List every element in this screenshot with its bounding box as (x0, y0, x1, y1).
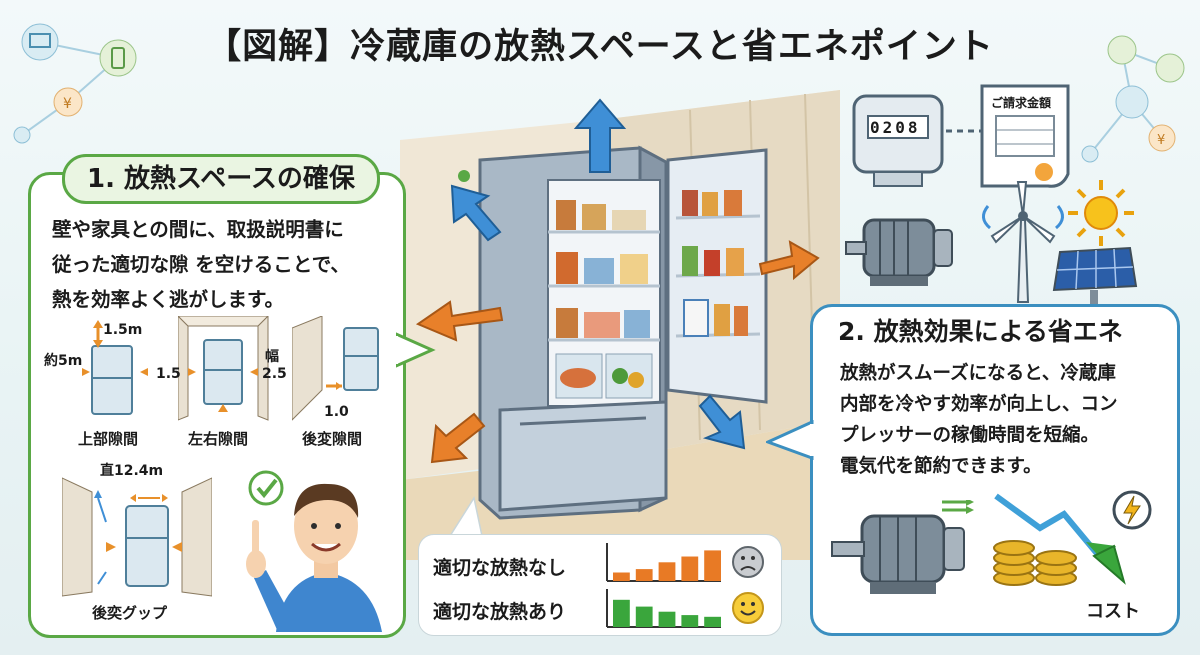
man-pointing-illustration (246, 470, 382, 632)
section2-heading: 2. 放熱効果による省エネ (838, 317, 1123, 346)
install-gap-diagram (62, 477, 212, 597)
badge-dot (458, 170, 470, 182)
refrigerator-illustration (478, 145, 768, 520)
top-clearance-side: 約5m (44, 353, 83, 369)
compare-pointer (448, 496, 483, 537)
side-clearance-right-label: 幅 (265, 349, 279, 365)
electric-meter-illustration (852, 94, 944, 187)
section1-line2: 従った適切な隙 を空けることで、 (52, 253, 350, 276)
page-title: 【図解】冷蔵庫の放熱スペースと省エネポイント (206, 27, 994, 67)
section2-line1: 放熱がスムーズになると、冷蔵庫 (840, 363, 1116, 384)
sad-face-icon (732, 546, 764, 578)
section2-line3: プレッサーの稼働時間を短縮。 (840, 425, 1100, 446)
back-clearance-value: 1.0 (324, 404, 349, 420)
section1-line3: 熱を効率よく逃がします。 (52, 288, 285, 311)
with-heat-bar-3 (658, 611, 676, 627)
top-clearance-diagram (82, 320, 148, 415)
meter-reading: 0208 (870, 118, 921, 137)
cost-down-illustration (993, 490, 1152, 586)
no-heat-bar-3 (658, 562, 676, 581)
section1-description: 壁や家具との間に、取扱説明書に 従った適切な隙 を空けることで、 熱を効率よく逃… (52, 212, 397, 317)
sun-icon (1068, 180, 1134, 246)
no-heat-bar-2 (635, 569, 653, 581)
no-heat-label: 適切な放熱なし (433, 557, 567, 579)
network-decoration-left: ¥ (13, 23, 137, 144)
section2-description: 放熱がスムーズになると、冷蔵庫 内部を冷やす効率が向上し、コン プレッサーの稼働… (840, 358, 1160, 482)
with-heat-label: 適切な放熱あり (433, 601, 567, 623)
no-heat-bar-4 (681, 556, 699, 581)
with-heat-bar-4 (681, 615, 699, 627)
panel1-pointer (396, 332, 436, 368)
side-clearance-diagram (178, 316, 269, 421)
no-heat-bar-chart (606, 543, 721, 582)
motor-illustration-bottom (831, 500, 974, 594)
section1-line1: 壁や家具との間に、取扱説明書に (52, 218, 344, 241)
no-heat-bar-1 (613, 572, 630, 581)
side-clearance-left: 1.5 (156, 366, 181, 382)
svg-text:¥: ¥ (63, 96, 72, 112)
bill-label: ご請求金額 (991, 96, 1052, 110)
side-clearance-caption: 左右隙間 (188, 430, 249, 448)
install-gap-caption: 後奕グップ (92, 604, 168, 622)
with-heat-bar-5 (704, 616, 721, 627)
with-heat-bar-2 (635, 606, 653, 627)
install-gap-value: 直12.4m (100, 463, 164, 479)
back-clearance-diagram (292, 316, 379, 421)
motor-illustration-top (845, 218, 953, 286)
side-clearance-right-value: 2.5 (262, 366, 287, 382)
comparison-box: 適切な放熱なし 適切な放熱あり (418, 534, 782, 636)
top-clearance-caption: 上部隙間 (78, 430, 139, 448)
section1-heading: 1. 放熱スペースの確保 (62, 154, 380, 204)
cost-label: コスト (1086, 601, 1140, 622)
with-heat-bar-1 (613, 599, 630, 627)
section2-line2: 内部を冷やす効率が向上し、コン (840, 394, 1118, 415)
meter-link-dashes (946, 129, 986, 133)
panel2-pointer (766, 420, 814, 460)
no-heat-bar-5 (704, 550, 721, 581)
happy-face-icon (732, 592, 764, 624)
wind-turbine-icon (982, 181, 1064, 303)
network-decoration-right: ¥ (1081, 35, 1185, 163)
solar-panel-icon (1052, 246, 1138, 306)
back-clearance-caption: 後変隙間 (302, 430, 363, 448)
with-heat-bar-chart (606, 589, 721, 628)
top-clearance-value: 1.5m (103, 322, 143, 338)
electric-bill-illustration (980, 84, 1070, 188)
section2-line4: 電気代を節約できます。 (840, 456, 1042, 477)
svg-text:¥: ¥ (1157, 133, 1165, 148)
